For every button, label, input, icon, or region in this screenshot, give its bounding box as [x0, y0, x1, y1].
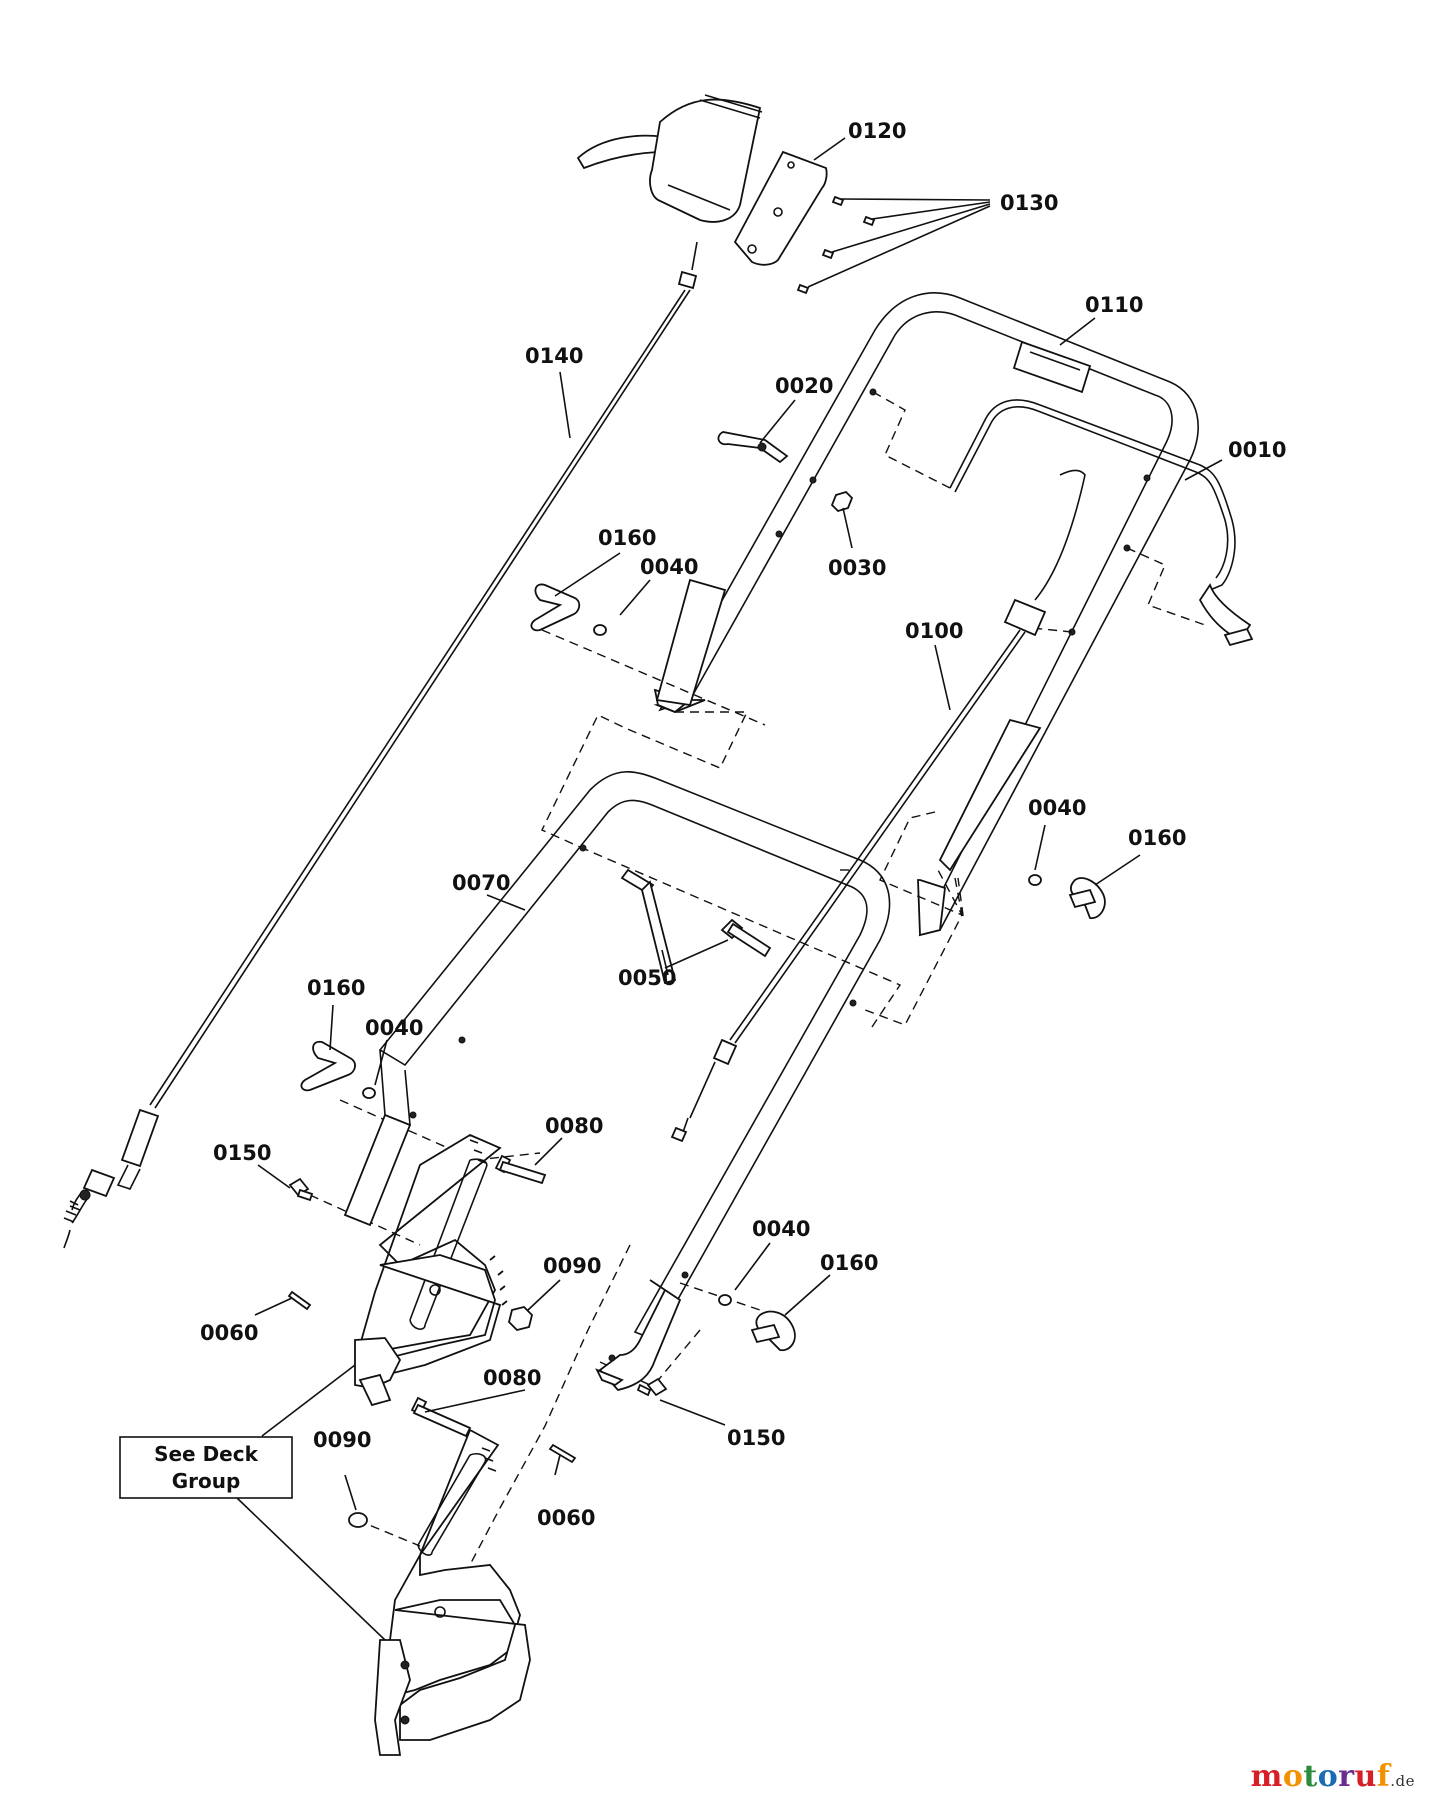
- nut-0090-upper-part: [508, 1306, 533, 1331]
- grip-0110-part: [1012, 340, 1092, 394]
- washer-0090-lower-part: [348, 1512, 368, 1528]
- note-line-2: Group: [172, 1469, 241, 1493]
- bolt-0080-lower-part: [410, 1396, 472, 1438]
- label-0150-right: 0150: [727, 1426, 785, 1450]
- bolts-0050-part: [620, 868, 772, 985]
- bolt-0150-right-part: [636, 1377, 668, 1397]
- label-0080-upper: 0080: [545, 1114, 603, 1138]
- label-0040-lower-right: 0040: [752, 1217, 810, 1241]
- label-0090-upper: 0090: [543, 1254, 601, 1278]
- motoruf-watermark-logo: motoruf.de: [1251, 1759, 1415, 1794]
- height-adjuster-upper-part: [354, 1133, 508, 1407]
- label-0160-middle-left: 0160: [307, 976, 365, 1000]
- label-0060-right: 0060: [537, 1506, 595, 1530]
- knob-right-0160-part: [1028, 874, 1106, 919]
- cable-0100-part: [670, 469, 1086, 1143]
- label-0120: 0120: [848, 119, 906, 143]
- bail-0010-part: [949, 399, 1254, 647]
- knob-upper-left-0160-part: [530, 583, 607, 636]
- pin-0060-left-part: [287, 1290, 312, 1311]
- label-0160-upper-left: 0160: [598, 526, 656, 550]
- knob-middle-left-0160-part: [300, 1040, 376, 1099]
- upper-handle-0010-part: [653, 292, 1199, 937]
- label-0140: 0140: [525, 344, 583, 368]
- bolt-0150-left-part: [288, 1177, 314, 1202]
- wm-u: u: [1354, 1759, 1377, 1794]
- label-0030: 0030: [828, 556, 886, 580]
- wm-r: r: [1338, 1759, 1355, 1794]
- wm-t: t: [1303, 1759, 1318, 1794]
- bolt-0080-upper-part: [494, 1154, 547, 1185]
- label-0010: 0010: [1228, 438, 1286, 462]
- wm-f: f: [1376, 1759, 1391, 1794]
- clip-0020-part: [717, 431, 789, 464]
- label-0100: 0100: [905, 619, 963, 643]
- label-0160-right: 0160: [1128, 826, 1186, 850]
- screws-0130-part: [796, 195, 876, 295]
- label-0050: 0050: [618, 966, 676, 990]
- label-0020: 0020: [775, 374, 833, 398]
- knob-lower-right-0160-part: [718, 1294, 796, 1352]
- note-line-1: See Deck: [154, 1442, 259, 1466]
- wm-o1: o: [1282, 1759, 1304, 1794]
- see-deck-group-note: See Deck Group: [119, 1436, 293, 1499]
- cable-0140-part: [63, 241, 698, 1249]
- label-0070: 0070: [452, 871, 510, 895]
- wm-o2: o: [1317, 1759, 1339, 1794]
- nut-0030-part: [830, 490, 854, 513]
- label-0080-lower: 0080: [483, 1366, 541, 1390]
- label-0040-upper-left: 0040: [640, 555, 698, 579]
- label-0040-middle-left: 0040: [365, 1016, 423, 1040]
- label-0060-left: 0060: [200, 1321, 258, 1345]
- part-labels: 0120 0130 0110 0140 0020 0010 0160 0040 …: [200, 119, 1286, 1530]
- label-0090-lower: 0090: [313, 1428, 371, 1452]
- label-0160-lower-right: 0160: [820, 1251, 878, 1275]
- lower-handle-0070-part: [343, 771, 891, 1391]
- bracket-0120-part: [733, 150, 828, 266]
- wm-suffix: .de: [1390, 1772, 1415, 1790]
- wm-m: m: [1250, 1759, 1283, 1794]
- label-0130: 0130: [1000, 191, 1058, 215]
- label-0150-left: 0150: [213, 1141, 271, 1165]
- label-0040-right: 0040: [1028, 796, 1086, 820]
- pin-0060-right-part: [548, 1443, 577, 1464]
- label-0110: 0110: [1085, 293, 1143, 317]
- leader-lines: [236, 137, 1223, 1641]
- control-lever-part: [576, 94, 763, 223]
- height-adjuster-lower-part: [374, 1428, 531, 1756]
